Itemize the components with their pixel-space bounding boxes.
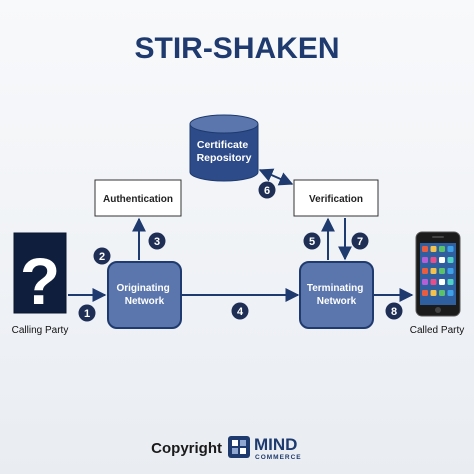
step-4-label: 4 (237, 306, 244, 318)
terminating-network-label-line1: Terminating (307, 283, 363, 294)
step-7-label: 7 (357, 236, 363, 248)
step-badge-7: 7 (351, 232, 369, 250)
certificate-repository-label-line2: Repository (197, 152, 252, 164)
app-icon (422, 290, 428, 296)
app-icon (430, 279, 437, 285)
called-party: Called Party (410, 231, 464, 336)
app-icon (439, 268, 445, 274)
app-icon (447, 246, 454, 252)
smartphone-icon (415, 231, 461, 317)
calling-party-label: Calling Party (12, 325, 69, 336)
originating-network-label-line1: Originating (116, 283, 169, 294)
arrows (68, 168, 414, 302)
originating-network-label-line2: Network (125, 296, 165, 307)
brand-main: MIND (254, 435, 297, 454)
step-3-label: 3 (154, 236, 160, 248)
app-icon (447, 268, 454, 274)
step-5-label: 5 (309, 236, 315, 248)
verification-label: Verification (309, 194, 363, 205)
terminating-network-label-line2: Network (317, 296, 357, 307)
step-badge-4: 4 (231, 302, 249, 320)
app-icon (430, 257, 437, 263)
app-icon (422, 279, 428, 285)
app-icon (439, 290, 445, 296)
calling-party: ? Calling Party (12, 232, 69, 336)
question-mark-icon: ? (20, 244, 60, 318)
svg-text:Terminating Network: Terminating Network (307, 283, 366, 307)
step-8-label: 8 (391, 306, 397, 318)
authentication-box: Authentication (94, 179, 182, 217)
step-1-label: 1 (84, 308, 90, 320)
app-icon (430, 290, 437, 296)
step-badge-3: 3 (148, 232, 166, 250)
svg-text:Certificate Repository: Certificate Repository (197, 139, 252, 164)
mind-commerce-logo-icon (228, 436, 250, 458)
app-icon (447, 257, 454, 263)
app-icon (439, 279, 445, 285)
app-icon (439, 246, 445, 252)
svg-text:Originating Network: Originating Network (116, 283, 172, 307)
app-icon (422, 268, 428, 274)
arrow-repository-verification (258, 168, 294, 186)
footer: Copyright MIND COMMERCE (151, 435, 302, 461)
step-badge-8: 8 (385, 302, 403, 320)
app-icon (422, 246, 428, 252)
app-icon (430, 246, 437, 252)
step-badge-2: 2 (93, 247, 111, 265)
step-badge-5: 5 (303, 232, 321, 250)
step-6-label: 6 (264, 185, 270, 197)
app-icon (439, 257, 445, 263)
app-icon (447, 279, 454, 285)
step-2-label: 2 (99, 251, 105, 263)
originating-network: Originating Network (107, 261, 182, 329)
verification-box: Verification (293, 179, 379, 217)
called-party-label: Called Party (410, 325, 464, 336)
app-icon (447, 290, 454, 296)
app-icon (422, 257, 428, 263)
step-badges: 1 2 3 4 5 6 7 8 (78, 181, 403, 322)
certificate-repository-label-line1: Certificate (197, 139, 249, 151)
copyright-label: Copyright (151, 440, 222, 457)
app-icon (430, 268, 437, 274)
brand-sub: COMMERCE (255, 454, 302, 461)
step-badge-1: 1 (78, 304, 96, 322)
authentication-label: Authentication (103, 194, 173, 205)
diagram-title: STIR-SHAKEN (134, 32, 339, 65)
certificate-repository: Certificate Repository (189, 114, 259, 182)
step-badge-6: 6 (258, 181, 276, 199)
question-mark-card (13, 232, 67, 314)
terminating-network: Terminating Network (299, 261, 374, 329)
